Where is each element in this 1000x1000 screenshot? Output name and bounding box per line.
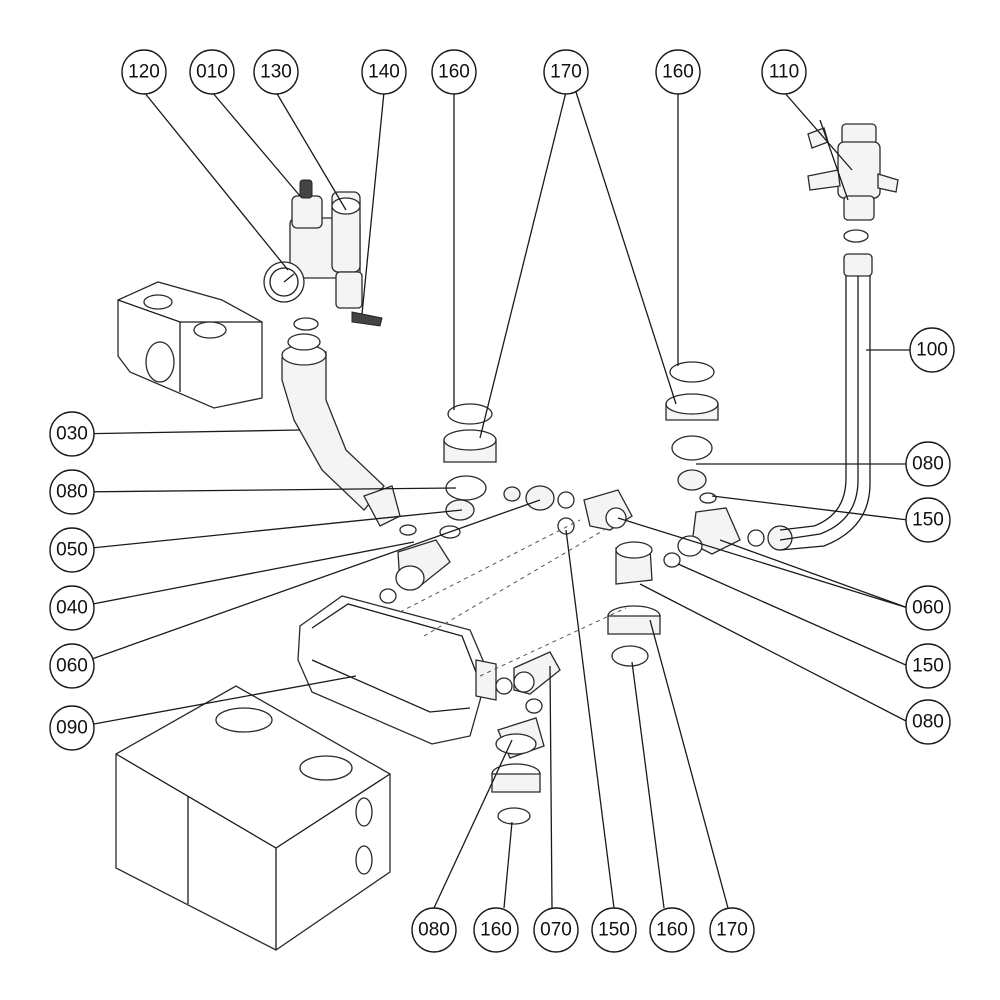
callout-130: 130 [253,49,299,95]
flexible-hose [779,253,873,551]
callout-010: 010 [189,49,235,95]
callout-label: 160 [662,62,694,83]
callout-label: 160 [480,920,512,941]
callout-label: 010 [196,62,228,83]
callout-160-top-right: 160 [655,49,701,95]
callout-070: 070 [533,907,579,953]
callout-label: 160 [656,920,688,941]
callout-100: 100 [909,327,955,373]
callout-150-right-upper: 150 [905,497,951,543]
callout-label: 170 [716,920,748,941]
callout-label: 080 [56,482,88,503]
callout-150-bottom: 150 [591,907,637,953]
callout-label: 160 [438,62,470,83]
callout-label: 080 [418,920,450,941]
callout-label: 140 [368,62,400,83]
elbow-pipe [281,333,401,527]
callout-080-left: 080 [49,469,95,515]
assembly-guide-lines [399,519,627,677]
callout-160-top-left: 160 [431,49,477,95]
callout-090: 090 [49,705,95,751]
callout-label: 080 [912,712,944,733]
callout-080-right-lower: 080 [905,699,951,745]
mixing-valve-assembly [807,119,899,243]
callout-label: 130 [260,62,292,83]
callout-label: 170 [550,62,582,83]
heat-exchanger [297,595,497,745]
callout-170-top: 170 [543,49,589,95]
callout-050: 050 [49,527,95,573]
callout-120: 120 [121,49,167,95]
insulation-shell-lower [115,685,391,951]
center-fittings [379,403,633,604]
callout-150-right-lower: 150 [905,643,951,689]
callout-label: 040 [56,598,88,619]
callout-080-right-upper: 080 [905,441,951,487]
lower-fittings [491,651,561,825]
leader-lines [71,91,914,909]
right-fittings [607,361,793,667]
callout-label: 150 [598,920,630,941]
callout-label: 110 [769,62,799,83]
callout-140: 140 [361,49,407,95]
callout-label: 150 [912,656,944,677]
callout-label: 030 [56,424,88,445]
callout-label: 120 [128,62,160,83]
callout-label: 090 [56,718,88,739]
callout-160-bottom-right: 160 [649,907,695,953]
callout-060-left: 060 [49,643,95,689]
callout-110: 110 [761,49,807,95]
callout-030: 030 [49,411,95,457]
callout-label: 050 [56,540,88,561]
callout-label: 070 [540,920,572,941]
callout-label: 060 [912,598,944,619]
callout-080-bottom: 080 [411,907,457,953]
insulation-shell-upper [117,281,263,409]
safety-group-assembly [263,179,383,331]
callout-label: 080 [912,454,944,475]
callout-label: 060 [56,656,88,677]
callout-060-right: 060 [905,585,951,631]
callout-160-bottom-left: 160 [473,907,519,953]
callout-label: 100 [916,340,948,361]
callout-170-bottom: 170 [709,907,755,953]
callout-label: 150 [912,510,944,531]
callout-040: 040 [49,585,95,631]
